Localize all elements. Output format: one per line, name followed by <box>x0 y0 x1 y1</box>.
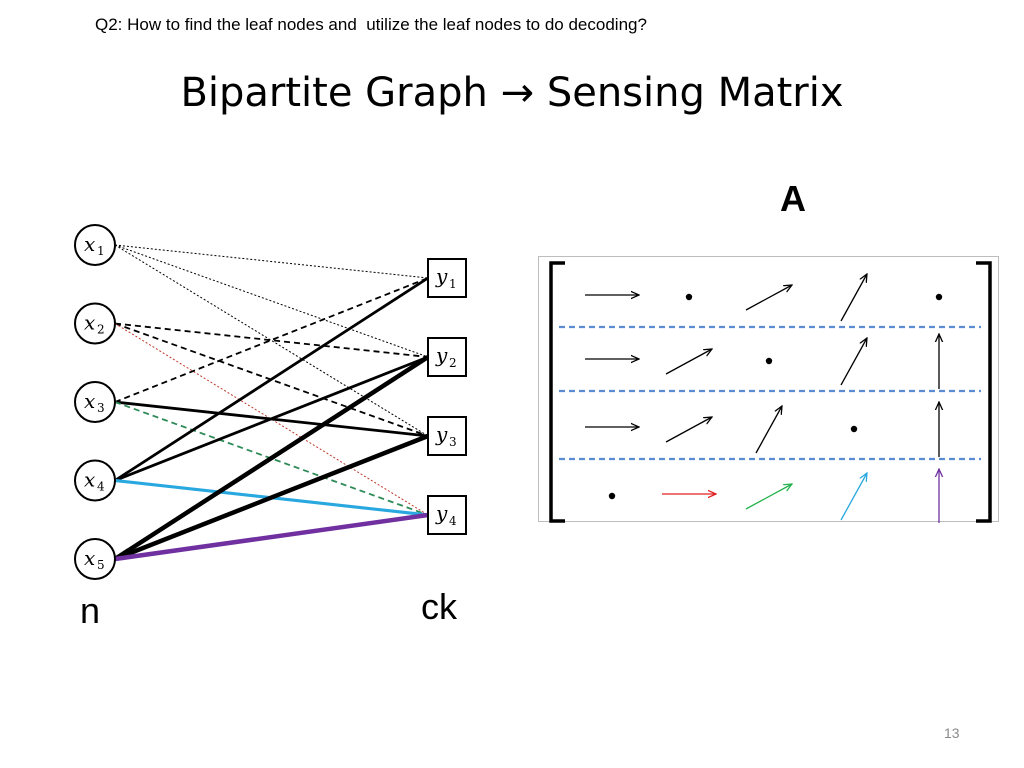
edge-x3-y4 <box>114 401 429 516</box>
edge-x1-y2 <box>114 244 429 358</box>
matrix-arrow <box>840 338 867 386</box>
matrix-dot <box>935 293 943 301</box>
matrix-arrow <box>840 473 867 521</box>
svg-text:3: 3 <box>97 401 105 415</box>
svg-text:1: 1 <box>449 277 457 291</box>
svg-text:x: x <box>84 389 95 413</box>
svg-text:2: 2 <box>97 323 105 337</box>
matrix-arrow <box>745 285 792 311</box>
svg-text:y: y <box>435 343 448 367</box>
matrix-drawing <box>549 261 992 523</box>
svg-text:4: 4 <box>97 480 105 494</box>
matrix-arrow <box>755 406 782 454</box>
edge-x1-y3 <box>114 244 429 437</box>
sensing-matrix <box>538 256 999 523</box>
edge-x5-y4 <box>114 512 429 562</box>
svg-text:5: 5 <box>97 558 105 572</box>
svg-text:y: y <box>435 264 448 288</box>
edge-x2-y2 <box>114 322 429 358</box>
question-text: Q2: How to find the leaf nodes and utili… <box>95 15 647 34</box>
svg-text:2: 2 <box>449 356 457 370</box>
svg-text:x: x <box>84 232 95 256</box>
page-number: 13 <box>944 725 960 741</box>
matrix-arrow <box>665 417 712 443</box>
svg-text:3: 3 <box>449 435 457 449</box>
svg-text:1: 1 <box>97 244 105 258</box>
edge-x4-y1 <box>114 276 429 482</box>
right-set-label: ck <box>421 586 457 627</box>
edge-x2-y4 <box>114 323 429 516</box>
matrix-dot <box>608 492 616 500</box>
matrix-dot <box>685 293 693 301</box>
matrix-arrow <box>745 484 792 510</box>
matrix-arrow <box>840 274 867 322</box>
left-set-label: n <box>80 590 101 631</box>
matrix-dot <box>850 425 858 433</box>
svg-text:y: y <box>435 422 448 446</box>
svg-text:y: y <box>435 501 448 525</box>
edge-x5-y2 <box>113 355 430 561</box>
matrix-brackets <box>549 261 992 523</box>
edge-x2-y3 <box>114 322 429 437</box>
edge-x3-y1 <box>114 277 429 403</box>
svg-text:x: x <box>84 546 95 570</box>
matrix-arrow <box>665 349 712 375</box>
matrix-label: A <box>780 178 806 219</box>
graph-edges <box>113 244 430 562</box>
slide-title: Bipartite Graph → Sensing Matrix <box>180 70 844 116</box>
edge-x4-y2 <box>114 355 429 482</box>
svg-text:x: x <box>84 468 95 492</box>
svg-text:x: x <box>84 311 95 335</box>
edge-x1-y1 <box>114 244 429 279</box>
edge-x5-y3 <box>114 433 429 562</box>
matrix-dot <box>765 357 773 365</box>
svg-text:4: 4 <box>449 514 457 528</box>
